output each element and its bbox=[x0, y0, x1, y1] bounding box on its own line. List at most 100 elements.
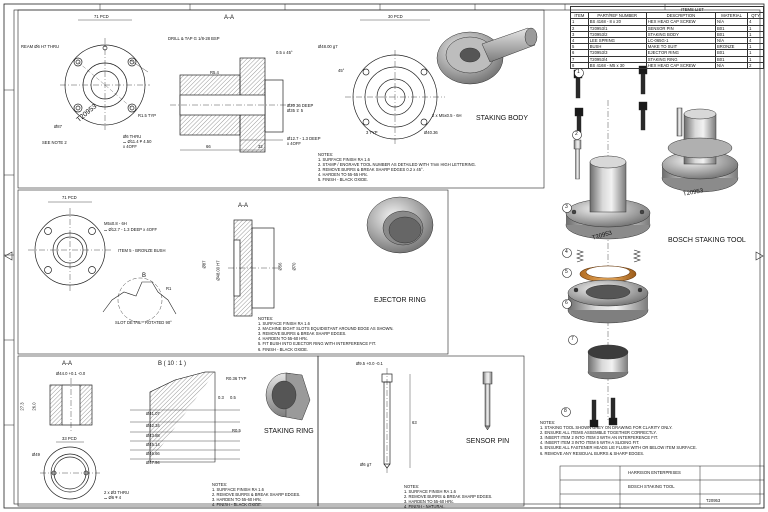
sp-d6: Ø6 g7 bbox=[360, 462, 372, 467]
assembly-staking-ring bbox=[587, 344, 629, 380]
sr-name: STAKING RING bbox=[264, 428, 314, 435]
cell: 2 bbox=[747, 61, 764, 69]
sr-h260: 26.0 bbox=[31, 402, 37, 411]
assembly-sensor-pin bbox=[573, 139, 582, 180]
sensor-pin-panel bbox=[317, 355, 525, 507]
sb-d4036: Ø40.36 bbox=[424, 130, 438, 135]
cell: HEX HEAD CAP SCREW bbox=[645, 61, 717, 69]
sb-d35: Ø35 ∓ 5 bbox=[287, 108, 304, 113]
sr-d4107: Ø41.07 bbox=[146, 411, 160, 416]
sr-note-0: NOTES: bbox=[212, 482, 228, 487]
sp-note-1: 1. SURFACE FINISH RA 1.6 bbox=[404, 489, 456, 495]
er-pcd: 71 PCD bbox=[62, 195, 77, 200]
sb-note-3: 3. REMOVE BURRS & BREAK SHARP EDGES 0.2 … bbox=[318, 167, 424, 173]
staking-ring-plan bbox=[40, 441, 100, 500]
er-r1: R1 bbox=[166, 286, 172, 291]
sr-r036: R0.36 TYP bbox=[226, 376, 247, 381]
cell: BS 4168 - M5 x 30 bbox=[587, 61, 647, 69]
sr-section-aa: A-A bbox=[62, 361, 73, 367]
sb-d127: Ø12.7 - 1.3 DEEP bbox=[287, 136, 321, 141]
assembly-screws-top bbox=[573, 65, 648, 137]
balloon-3: 3 bbox=[565, 204, 568, 210]
sr-05: 0.5 bbox=[230, 395, 236, 400]
er-item5: ITEM 5 - BRONZE BUSH bbox=[118, 248, 166, 253]
er-d56: Ø56 bbox=[277, 262, 283, 271]
tb-number: T20953 bbox=[706, 498, 721, 503]
er-note-6: 6. FINISH - BLACK OXIDE. bbox=[258, 346, 309, 352]
ejector-ring-section bbox=[228, 219, 280, 317]
er-note-2: 2. MACHINE EIGHT SLOTS EQUIDISTANT AROUN… bbox=[258, 326, 394, 332]
ejector-ring-iso bbox=[366, 196, 434, 254]
sb-name: STAKING BODY bbox=[476, 115, 528, 122]
er-section-aa: A-A bbox=[238, 203, 249, 209]
sb-drill: DRILL & TAP G 1/8-28 BSP bbox=[168, 36, 220, 41]
items-list-table: ITEMS LIST ITEM PART/REF NUMBER DESCRIPT… bbox=[570, 5, 764, 69]
ejector-ring-front-view bbox=[28, 201, 112, 292]
sr-detail-b: B ( 10 : 1 ) bbox=[158, 361, 187, 367]
ejector-ring-slot-detail bbox=[102, 277, 177, 323]
sensor-pin-iso bbox=[482, 371, 493, 431]
sb-chamfer: 0.5 x 45° bbox=[276, 50, 293, 55]
assembly-screws-bottom bbox=[589, 397, 618, 428]
cell: 8 bbox=[570, 61, 589, 69]
er-d127: ⌴ Ø12.7 - 1.3 DEEP x 4OFF bbox=[104, 227, 158, 232]
sr-note-2: 2. REMOVE BURRS & BREAK SHARP EDGES. bbox=[212, 492, 301, 498]
sb-cbore: ⌴ Ø11.4 ∓ 4.50 bbox=[123, 139, 152, 144]
sr-note-3: 3. HARDEN TO 55-60 HRc. bbox=[212, 497, 263, 503]
sp-note-2: 2. REMOVE BURRS & BREAK SHARP EDGES. bbox=[404, 494, 493, 500]
title-block-frame bbox=[559, 465, 765, 509]
as-note-5: 5. ENSURE ALL FASTENER HEADS LIE FLUSH W… bbox=[540, 445, 697, 451]
assembly-notes: NOTES: 1. STAKING TOOL SHOWN GREY ON DRA… bbox=[540, 420, 697, 456]
sb-x4: x 4OFF bbox=[123, 144, 137, 149]
staking-body-iso bbox=[436, 27, 538, 85]
sb-ream: REAM Ø6 H7 THRU bbox=[21, 44, 60, 49]
er-b: B bbox=[142, 273, 147, 279]
cell: N/A bbox=[714, 61, 749, 69]
assembly-springs bbox=[576, 249, 641, 263]
sr-d4794: Ø47.94 bbox=[146, 460, 160, 465]
er-notes: NOTES: 1. SURFACE FINISH RA 1.6 2. MACHI… bbox=[258, 316, 394, 352]
balloon-6: 6 bbox=[565, 300, 568, 306]
sb-notes: NOTES: 1. SURFACE FINISH RA 1.6 2. STAMP… bbox=[318, 152, 476, 183]
staking-body-side-view bbox=[170, 57, 295, 153]
er-note-4: 4. HARDEN TO 55-60 HRc. bbox=[258, 336, 309, 342]
staking-ring-iso bbox=[265, 372, 311, 421]
er-note-1: 1. SURFACE FINISH RA 1.6 bbox=[258, 321, 310, 327]
sb-note-5: 5. FINISH - BLACK OXIDE. bbox=[318, 177, 369, 183]
er-name: EJECTOR RING bbox=[374, 297, 426, 304]
sp-len: 63 bbox=[412, 420, 417, 425]
er-d70: Ø70 bbox=[291, 262, 297, 271]
balloon-1: 1 bbox=[577, 69, 580, 75]
sr-h273: 27.3 bbox=[19, 402, 25, 411]
staking-body-front-view bbox=[60, 19, 150, 130]
as-note-0: NOTES: bbox=[540, 420, 556, 425]
sr-d44: Ø44.0 +0.1 -0.0 bbox=[56, 371, 86, 376]
sb-note-2: 2. STAMP / ENGRAVE TOOL NUMBER AS DETAIL… bbox=[318, 162, 476, 168]
sp-d95: Ø9.5 +0.0 -0.1 bbox=[356, 361, 383, 366]
sb-note-0: NOTES: bbox=[318, 152, 334, 157]
sr-thru: 2 x Ø3 THRU bbox=[104, 490, 130, 495]
sb-66: 66 bbox=[206, 144, 211, 149]
as-note-1: 1. STAKING TOOL SHOWN GREY ON DRAWING FO… bbox=[540, 425, 673, 431]
staking-body-end-view bbox=[345, 19, 445, 145]
sb-see-note: SEE NOTE 2 bbox=[42, 140, 67, 145]
sb-d20: Ø20 36 DEEP bbox=[287, 103, 314, 108]
centre-arrow-left bbox=[4, 251, 13, 261]
sp-name: SENSOR PIN bbox=[466, 438, 510, 445]
staking-body-panel bbox=[17, 9, 545, 189]
balloon-8: 8 bbox=[564, 408, 567, 414]
er-d87: Ø87 bbox=[201, 260, 207, 269]
as-note-4: 4. INSERT ITEM 3 INTO ITEM 5 WITH A SLID… bbox=[540, 440, 640, 446]
er-note-5: 5. FIT BUSH INTO EJECTOR RING WITH INTER… bbox=[258, 341, 377, 347]
er-note-3: 3. REMOVE BURRS & BREAK SHARP EDGES. bbox=[258, 331, 347, 337]
er-slot: SLOT DETAIL - ROTATED 90° bbox=[115, 320, 172, 325]
assembly-ejector-ring bbox=[567, 279, 649, 324]
sb-d48: Ø48.00 g7 bbox=[318, 44, 338, 49]
sb-x4b: x 4OFF bbox=[287, 141, 301, 146]
centre-arrow-right bbox=[755, 251, 764, 261]
sr-d4388: Ø43.88 bbox=[146, 433, 160, 438]
sb-30pcd: 30 PCD bbox=[388, 14, 403, 19]
sr-note-4: 4. FINISH - BLACK OXIDE. bbox=[212, 502, 263, 508]
